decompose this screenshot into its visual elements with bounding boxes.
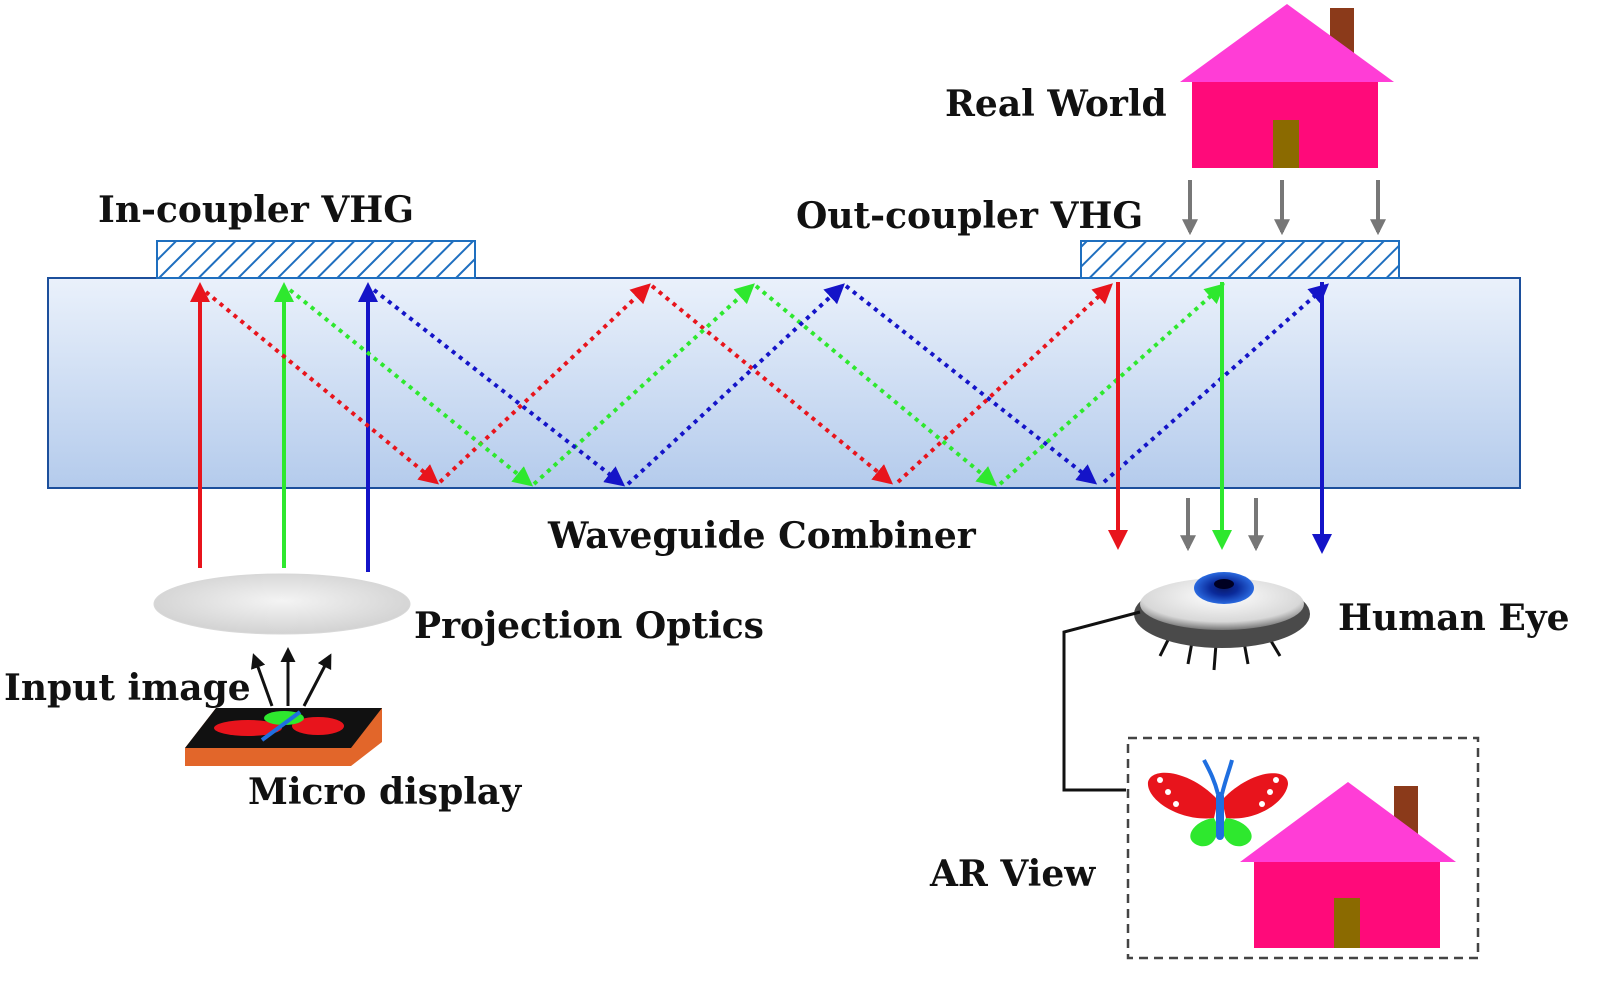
waveguide-slab xyxy=(47,277,1521,489)
waveguide-label: Waveguide Combiner xyxy=(547,515,977,557)
ar-house-icon xyxy=(1240,782,1456,948)
eye-icon xyxy=(1134,572,1310,671)
real-world-light-arrows xyxy=(1180,180,1386,552)
input-image-arrows xyxy=(251,647,332,707)
micro-display-icon xyxy=(185,708,382,766)
projection-optics-label: Projection Optics xyxy=(414,605,764,647)
lens-icon xyxy=(153,573,411,635)
ar-view-label: AR View xyxy=(929,853,1096,895)
input-image-label: Input image xyxy=(4,667,251,709)
eye-to-ar-connector xyxy=(1062,610,1141,792)
in-coupler-label: In-coupler VHG xyxy=(98,189,414,231)
house-icon xyxy=(1180,4,1394,168)
green-tir-path xyxy=(288,283,1225,487)
out-coupler-label: Out-coupler VHG xyxy=(796,195,1143,237)
real-world-label: Real World xyxy=(945,83,1167,125)
in-coupler-grating xyxy=(156,240,476,279)
out-coupler-grating xyxy=(1080,240,1400,279)
butterfly-icon xyxy=(1147,759,1288,847)
human-eye-label: Human Eye xyxy=(1338,597,1570,639)
blue-tir-path xyxy=(372,283,1329,487)
micro-display-label: Micro display xyxy=(248,771,522,813)
red-tir-path xyxy=(204,283,1113,485)
